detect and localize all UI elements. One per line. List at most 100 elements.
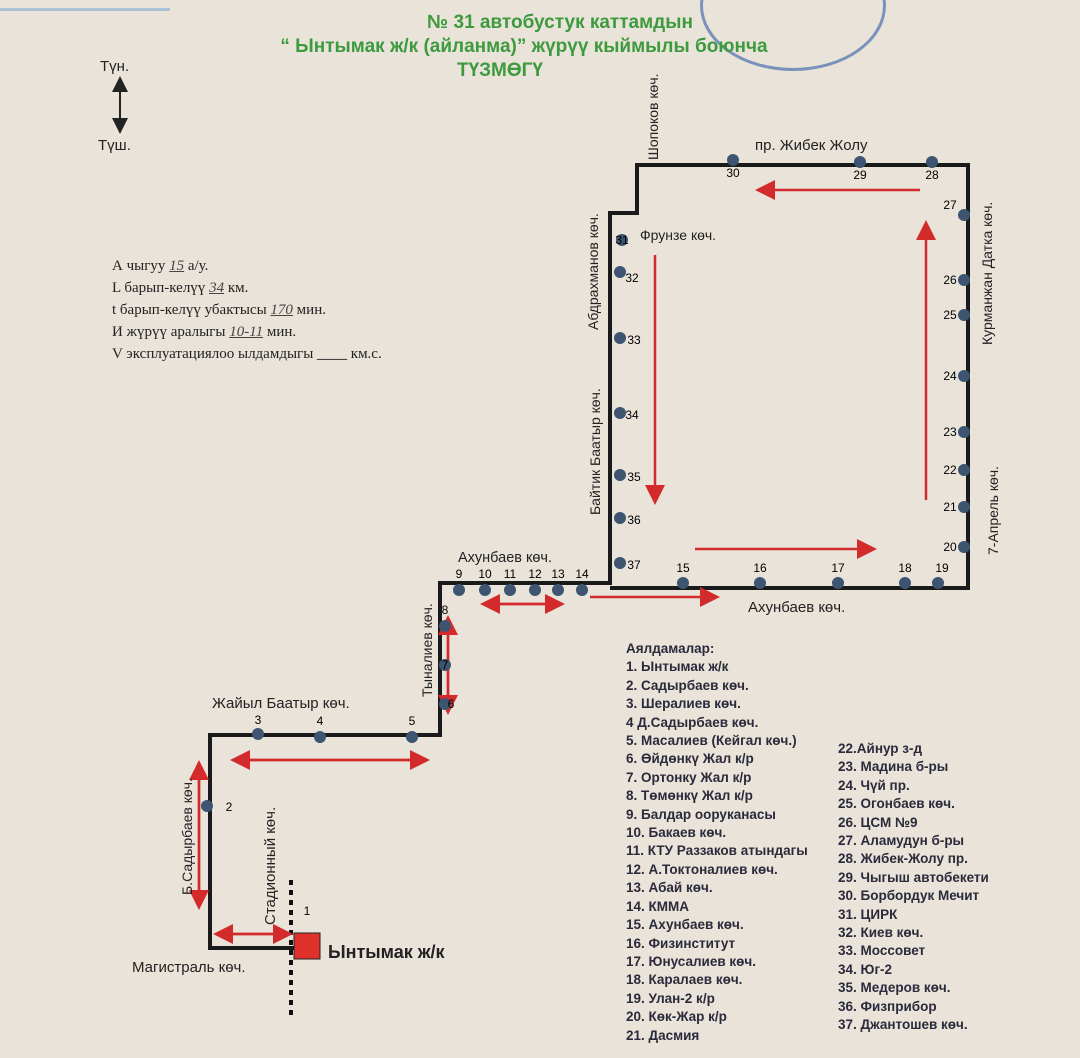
- legend-item: 37. Джантошев көч.: [838, 1017, 968, 1033]
- stop-marker: [479, 584, 491, 596]
- legend-item: 25. Огонбаев көч.: [838, 796, 955, 812]
- stop-marker: [614, 512, 626, 524]
- stop-marker: [504, 584, 516, 596]
- stop-marker: [453, 584, 465, 596]
- legend-item: 19. Улан-2 к/р: [626, 990, 715, 1006]
- street-label-shopokov: Шопоков көч.: [645, 74, 661, 160]
- info-unit: а/у.: [187, 258, 209, 274]
- stop-number: 23: [943, 425, 957, 439]
- stop-number: 3: [255, 713, 262, 727]
- info-unit: км.: [227, 280, 249, 296]
- legend-item: 16. Физинститут: [626, 935, 736, 951]
- stop-number: 12: [528, 567, 542, 581]
- street-label-april7: 7-Апрель көч.: [985, 466, 1001, 555]
- legend-item: 27. Аламудун б-ры: [838, 833, 965, 849]
- stop-marker: [958, 464, 970, 476]
- stop-marker: [529, 584, 541, 596]
- stop-number: 20: [943, 540, 957, 554]
- info-label: L барып-келүү: [112, 280, 206, 296]
- stop-number: 36: [627, 513, 641, 527]
- title-line-2: “ Ынтымак ж/к (айланма)” жүрүү кыймылы б…: [280, 36, 768, 57]
- street-label-akhunbaev_bottom: Ахунбаев көч.: [748, 599, 845, 616]
- info-value: 34: [209, 280, 225, 296]
- legend-item: 8. Төмөнкү Жал к/р: [626, 788, 753, 804]
- legend-item: 7. Ортонку Жал к/р: [626, 769, 752, 785]
- street-label-frunze: Фрунзе көч.: [640, 227, 716, 243]
- stop-marker: [958, 501, 970, 513]
- info-row: И жүрүү аралыгы 10-11 мин.: [112, 321, 382, 343]
- stop-marker: [314, 731, 326, 743]
- stop-number: 31: [615, 233, 629, 247]
- stop-marker: [614, 332, 626, 344]
- info-unit: мин.: [266, 324, 297, 340]
- stop-number: 33: [627, 333, 641, 347]
- stop-marker: [252, 728, 264, 740]
- stop-marker: [958, 309, 970, 321]
- stop-number: 35: [627, 470, 641, 484]
- stop-marker: [439, 620, 451, 632]
- compass-north: Түн.: [100, 58, 130, 75]
- street-label-zhibek: пр. Жибек Жолу: [755, 137, 868, 154]
- stop-marker: [854, 156, 866, 168]
- street-label-sadyrbaev: Б.Садырбаев көч.: [179, 778, 195, 895]
- legend-item: 21. Дасмия: [626, 1027, 700, 1043]
- info-label: А чыгуу: [112, 258, 166, 274]
- info-row: V эксплуатациялоо ылдамдыгы ____ км.с.: [112, 343, 382, 365]
- stop-number: 10: [478, 567, 492, 581]
- stop-number: 32: [625, 271, 639, 285]
- stop-number: 28: [925, 168, 939, 182]
- stop-number: 37: [627, 558, 641, 572]
- legend-item: 33. Моссовет: [838, 943, 926, 959]
- stop-marker: [552, 584, 564, 596]
- legend-item: 29. Чыгыш автобекети: [838, 869, 989, 885]
- stop-number: 15: [676, 561, 690, 575]
- street-label-tynaliev: Тыналиев көч.: [419, 603, 435, 697]
- info-label: t барып-келүү убактысы: [112, 302, 267, 318]
- street-label-kurmanzhan: Курманжан Датка көч.: [979, 202, 995, 345]
- stop-number: 24: [943, 369, 957, 383]
- stop-number: 30: [726, 166, 740, 180]
- stamp-left: [0, 0, 170, 11]
- stop-number: 11: [504, 567, 517, 581]
- stop-number: 29: [853, 168, 867, 182]
- stop-marker: [926, 156, 938, 168]
- legend-item: 28. Жибек-Жолу пр.: [838, 851, 968, 867]
- stop-marker: [677, 577, 689, 589]
- stop-number: 14: [575, 567, 589, 581]
- info-value: 170: [270, 302, 293, 318]
- compass-south: Түш.: [98, 137, 131, 154]
- street-label-abdrakhmanov: Абдрахманов көч.: [585, 213, 601, 330]
- stop-marker: [616, 234, 628, 246]
- stop-marker: [576, 584, 588, 596]
- legend-item: 11. КТУ Раззаков атындагы: [626, 843, 808, 859]
- legend-item: 23. Мадина б-ры: [838, 759, 949, 775]
- info-row: А чыгуу 15 а/у.: [112, 255, 382, 277]
- stop-number: 13: [551, 567, 565, 581]
- street-label-magistral: Магистраль көч.: [132, 959, 246, 976]
- stop-marker: [958, 370, 970, 382]
- legend-item: 15. Ахунбаев көч.: [626, 917, 744, 933]
- street-label-akhunbaev_top: Ахунбаев көч.: [458, 550, 552, 566]
- info-value: 15: [169, 258, 185, 274]
- stop-number: 8: [442, 603, 449, 617]
- stop-marker: [899, 577, 911, 589]
- route-line: [208, 163, 970, 950]
- stop-number: 7: [442, 658, 449, 672]
- stop-number: 4: [317, 714, 324, 728]
- stop-number: 26: [943, 273, 957, 287]
- legend-item: 17. Юнусалиев көч.: [626, 953, 756, 969]
- legend-item: 36. Физприбор: [838, 998, 937, 1014]
- stop-number: 25: [943, 308, 957, 322]
- stop-number: 34: [625, 408, 639, 422]
- legend-item: 9. Балдар ооруканасы: [626, 806, 776, 822]
- legend-item: 31. ЦИРК: [838, 906, 898, 922]
- stop-number: 6: [448, 697, 455, 711]
- legend-item: 22.Айнур з-д: [838, 741, 923, 756]
- stop-number: 2: [226, 800, 233, 814]
- stop-number: 27: [943, 198, 957, 212]
- street-label-stadion: Стадионный көч.: [262, 807, 279, 925]
- stop-number: 19: [935, 561, 949, 575]
- stop-marker: [614, 266, 626, 278]
- stop-number: 1: [304, 904, 311, 918]
